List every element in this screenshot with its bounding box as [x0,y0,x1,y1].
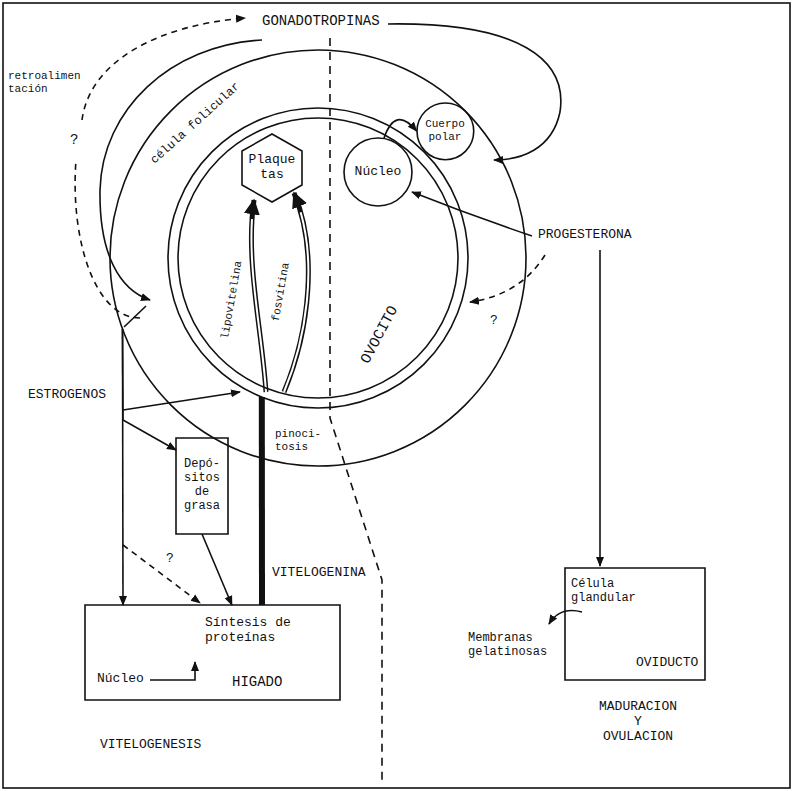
liver-box-outline [85,605,340,700]
hormone-arrow [470,255,545,302]
node-label: Plaque tas [247,153,297,183]
oocyte-circle-outline [168,108,468,408]
connector [202,534,232,605]
node-label: Síntesis de proteínas [205,616,305,646]
hormone-arrow [123,392,240,410]
oviduct-box-outline [565,568,705,680]
annotation-label: ESTROGENOS [28,388,106,403]
annotation-label: fosvitina [270,262,293,323]
annotation-label: ? [166,552,174,567]
annotation-label: Membranas gelatinosas [468,632,552,660]
yolk-transport-arrow [284,193,308,392]
oviduct-box: Célula glandularOVIDUCTO [565,568,705,680]
annotation-label: VITELOGENESIS [100,738,201,753]
annotation-label: lipovitelina [219,260,245,340]
oocyte-circle-outline [168,108,468,408]
nucleus-circle: Núcleo [344,138,412,206]
annotation-label: MADURACION Y OVULACION [596,700,680,745]
node-label: célula folicular [149,80,244,167]
node-label: Cuerpo polar [423,118,467,143]
oocyte-circle: OVOCITO Plaque tas Núcleo [168,108,468,408]
follicle-circle-outline [110,50,526,466]
annotation-label: ? [490,314,498,329]
yolk-transport-arrow [251,200,266,392]
connector [384,120,417,139]
node-label: OVOCITO [358,303,403,367]
hormone-line [124,306,146,327]
polar-body-circle: Cuerpo polar [417,103,474,160]
hormone-arrow [412,192,532,236]
oocyte-circle-outline [178,118,458,398]
follicle-circle-outline [110,50,526,466]
node-label: HIGADO [232,674,282,690]
hormone-arrow [123,545,200,603]
annotation-label: ? [70,132,78,148]
hormone-arrow [388,24,561,160]
node-label: Depó- sitos de grasa [180,458,224,513]
annotation-label: retroalimen tación [8,70,88,95]
annotation-label: GONADOTROPINAS [262,13,380,29]
liver-box: Núcleo Síntesis de proteínasHIGADO [85,605,340,700]
platelet-hexagon: Plaque tas [242,134,302,202]
page-frame [3,3,790,788]
fat-deposit-box-outline [176,438,228,534]
annotation-label: PROGESTERONA [538,228,632,243]
section-divider [330,38,382,785]
node-label: Núcleo [97,672,144,687]
follicle-circle: célula folicularOVOCITO Plaque tas Núcleo C… [110,50,526,466]
synthesis-arrow [150,662,195,680]
feedback-arrow [75,160,140,318]
node-label: OVIDUCTO [636,656,698,671]
polar-body-circle-outline [417,103,474,160]
nucleus-circle-outline [344,138,412,206]
node-label: Célula glandular [571,578,651,606]
hormone-arrow [599,250,601,566]
yolk-transport-arrow [251,200,266,392]
annotation-label: pinoci- tosis [275,428,325,453]
platelet-hexagon-outline [242,134,302,202]
connector [259,397,265,605]
edge-label: VITELOGENINA [272,566,366,581]
node-label: Núcleo [355,165,402,180]
fat-deposit-box: Depó- sitos de grasa [176,438,228,534]
yolk-transport-arrow [284,193,308,392]
